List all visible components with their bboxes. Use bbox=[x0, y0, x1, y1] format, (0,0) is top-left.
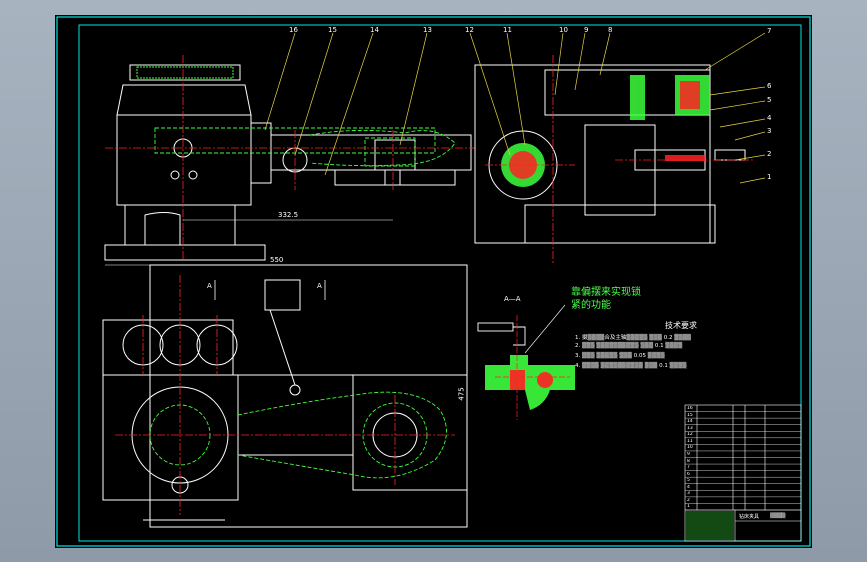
tech-req-line-2: 2. ▒▒▒ ▒▒▒▒▒▒▒▒▒▒ ▒▒▒ 0.1 ▒▒▒▒ bbox=[575, 343, 683, 349]
part-no-7: 7 bbox=[767, 27, 772, 35]
part-no-16: 16 bbox=[289, 26, 298, 34]
part-no-11: 11 bbox=[503, 26, 512, 34]
bom-row-number: 14 bbox=[687, 419, 693, 425]
part-no-14: 14 bbox=[370, 26, 379, 34]
bom-row-number: 7 bbox=[687, 465, 690, 471]
bom-row-number: 13 bbox=[687, 425, 693, 431]
section-a-a-red bbox=[510, 370, 553, 390]
tech-req-line-1: 1. 摄▒▒▒▒合及主轴▒▒▒▒▒ ▒▒▒ 0.2 ▒▒▒▒ bbox=[575, 335, 692, 341]
bom-row-number: 6 bbox=[687, 471, 690, 477]
bom-row-number: 15 bbox=[687, 412, 693, 418]
bom-row-number: 8 bbox=[687, 458, 690, 464]
top-view bbox=[102, 264, 468, 528]
section-label-a-left: A bbox=[207, 282, 212, 290]
sheet-border bbox=[56, 16, 811, 547]
part-no-10: 10 bbox=[559, 26, 568, 34]
title-block-drawing-no: ▒▒▒▒ bbox=[770, 513, 786, 519]
part-no-12: 12 bbox=[465, 26, 474, 34]
bom-row-number: 16 bbox=[687, 406, 693, 411]
bom-row-number: 4 bbox=[687, 484, 690, 490]
bom-row-number: 1 bbox=[687, 504, 690, 510]
part-no-5: 5 bbox=[767, 96, 772, 104]
part-no-15: 15 bbox=[328, 26, 337, 34]
section-a-a-fill bbox=[485, 355, 575, 410]
front-view-dimension bbox=[105, 219, 467, 266]
front-view-hidden bbox=[154, 127, 456, 167]
locking-note: 靠偏摆来实现锁紧的功能 bbox=[571, 287, 641, 311]
bom-row-number: 5 bbox=[687, 478, 690, 484]
dimension-475: 475 bbox=[457, 387, 466, 401]
front-view bbox=[104, 64, 472, 261]
drawing-border bbox=[78, 24, 802, 542]
part-no-3: 3 bbox=[767, 127, 772, 135]
part-no-13: 13 bbox=[423, 26, 432, 34]
title-block-fill bbox=[686, 511, 734, 540]
section-a-a-title: A—A bbox=[504, 295, 521, 303]
note-leader bbox=[524, 304, 566, 354]
part-no-2: 2 bbox=[767, 150, 772, 158]
bom-row-number: 11 bbox=[687, 438, 693, 444]
drawing-sheet: 16 15 14 13 12 11 10 9 8 7 6 5 4 3 2 1 3… bbox=[55, 15, 812, 548]
section-a-a bbox=[477, 322, 526, 346]
top-view-centers bbox=[115, 275, 455, 515]
tech-req-line-4: 4. ▒▒▒▒ ▒▒▒▒▒▒▒▒▒▒ ▒▒▒ 0.1 ▒▒▒▒ bbox=[575, 363, 687, 369]
part-no-4: 4 bbox=[767, 114, 772, 122]
part-leaders bbox=[264, 32, 766, 184]
bom-row-number: 2 bbox=[687, 497, 690, 503]
bom-row-number: 10 bbox=[687, 445, 693, 451]
bom-rows bbox=[685, 411, 801, 511]
section-label-a-right: A bbox=[317, 282, 322, 290]
title-block-name: 钻床夹具 bbox=[739, 514, 760, 520]
assembly-drawing bbox=[56, 16, 811, 547]
front-view-centers bbox=[105, 55, 475, 260]
tech-req-line-3: 3. ▒▒▒ ▒▒▒▒▒ ▒▒▒ 0.05 ▒▒▒▒ bbox=[575, 353, 665, 359]
part-no-9: 9 bbox=[584, 26, 589, 34]
part-no-8: 8 bbox=[608, 26, 613, 34]
side-section-centers bbox=[485, 55, 755, 265]
dimension-3325: 332.5 bbox=[278, 211, 299, 219]
bom-row-number: 3 bbox=[687, 491, 690, 497]
section-arrows bbox=[214, 280, 326, 300]
bom-row-number: 9 bbox=[687, 451, 690, 457]
part-no-6: 6 bbox=[767, 82, 772, 90]
part-no-1: 1 bbox=[767, 173, 772, 181]
dimension-550: 550 bbox=[270, 256, 284, 264]
tech-req-title: 技术要求 bbox=[665, 321, 697, 330]
bom-row-number: 12 bbox=[687, 432, 693, 438]
